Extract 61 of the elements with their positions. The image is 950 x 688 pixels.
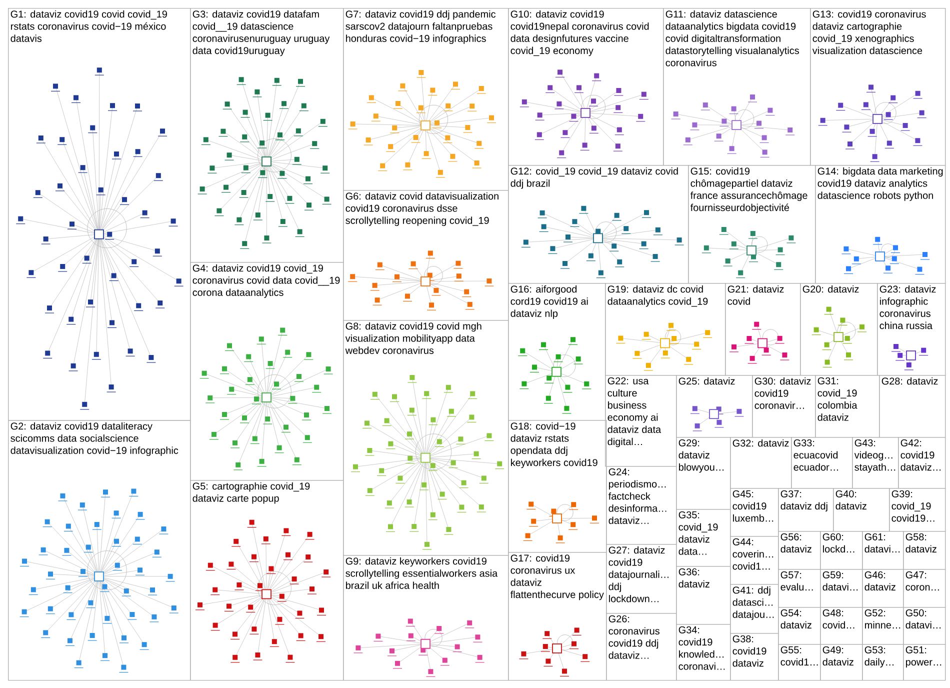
group-box: G1: dataviz covid19 covid covid_19 rstats coronavirus covid−19 méxico datavis — [8, 8, 191, 421]
group-box: G51: power… — [903, 644, 946, 681]
group-box: G39: covid_19 covid19… — [889, 488, 946, 532]
group-box: G10: dataviz covid19 covid19nepal coronavirus covid data designfutures vaccine covid_19 economy — [508, 8, 664, 166]
group-box: G38: covid19 dataviz — [730, 632, 779, 681]
group-box: G45: covid19 luxemb… — [730, 488, 779, 537]
group-box: G57: evalu… — [778, 568, 821, 608]
group-box: G16: aiforgood cord19 covid19 ai dataviz nlp — [508, 283, 606, 421]
group-box: G41: ddj datasci… datajou… — [730, 584, 779, 634]
group-box: G36: dataviz — [676, 566, 731, 625]
node-label: G48: covid… — [822, 609, 854, 629]
node-label: G46: dataviz — [864, 571, 896, 591]
group-box: G13: covid19 coronavirus dataviz cartographie covid_19 xenographics visualization datascience — [810, 8, 946, 166]
group-box: G15: covid19 chômagepartiel dataviz france assurancechômage fournisseurdobjectivité — [688, 165, 816, 284]
group-box: G58: dataviz — [903, 530, 946, 570]
group-box: G3: dataviz covid19 datafam covid__19 datascience coronavirusenuruguay uruguay data covid19uruguay — [190, 8, 344, 263]
group-box: G31: covid_19 colombia dataviz — [815, 374, 880, 438]
group-box: G44: coverin… covid1… — [730, 536, 779, 585]
group-box: G56: dataviz — [778, 530, 821, 570]
group-box: G32: dataviz — [730, 436, 792, 489]
group-box: G27: dataviz covid19 datajournali… ddj lockdown… — [606, 544, 677, 614]
group-box: G40: dataviz — [833, 488, 890, 532]
group-box: G14: bigdata data marketing covid19 dataviz analytics datascience robots python — [815, 165, 946, 284]
group-box: G43: videog… stayath… — [852, 436, 899, 489]
group-box: G52: minne… — [862, 606, 904, 645]
group-box: G18: covid−19 dataviz rstats opendata ddj keyworkers covid19 — [508, 420, 607, 553]
group-box: G19: dataviz dc covid dataanalytics covid_19 — [605, 283, 726, 376]
group-box: G26: coronavirus covid19 ddj dataviz… — [606, 612, 677, 681]
group-box: G2: dataviz covid19 dataliteracy scicomms data socialscience datavisualization covid−19 infographic — [8, 420, 191, 681]
group-box: G47: coron… — [903, 568, 946, 608]
group-box: G60: lockd… — [820, 530, 863, 570]
group-box: G49: dataviz — [820, 644, 863, 681]
group-box: G28: dataviz — [879, 374, 946, 438]
group-box: G4: dataviz covid19 covid_19 coronavirus covid data covid__19 corona dataanalytics — [190, 262, 344, 481]
group-box: G59: datavi… — [820, 568, 863, 608]
group-box: G29: dataviz blowyou… — [676, 436, 731, 510]
group-box: G55: covid1… — [778, 644, 821, 681]
group-box: G7: dataviz covid19 ddj pandemic sarscov2 datajourn faltanpruebas honduras covid−19 infographics — [343, 8, 509, 191]
group-box: G61: datavi… — [862, 530, 904, 570]
group-box: G23: dataviz infographic coronavirus china russia — [877, 283, 946, 376]
group-box: G22: usa culture business economy ai dataviz data digital… — [605, 374, 677, 467]
group-box: G6: dataviz covid datavisualization covid19 coronavirus dsse scrollytelling reopening covid_19 — [343, 190, 509, 321]
group-box: G25: dataviz — [676, 374, 753, 438]
group-box: G9: dataviz keyworkers covid19 scrollytelling essentialworkers asia brazil uk africa health — [343, 554, 509, 681]
group-box: G33: ecuacovid ecuador… — [791, 436, 853, 489]
group-box: G34: covid19 knowled… coronavi… — [676, 624, 731, 681]
group-box: G20: dataviz — [800, 283, 878, 376]
group-box: G42: covid19 dataviz… — [898, 436, 946, 489]
group-box: G11: dataviz datascience dataanalytics bigdata covid19 covid digitaltransformation datastorytelling visualanalytics coronavirus — [663, 8, 811, 166]
group-box: G21: dataviz covid — [725, 283, 801, 376]
group-box: G30: dataviz covid19 coronavir… — [752, 374, 816, 438]
group-box: G37: dataviz ddj — [778, 488, 834, 532]
group-box: G54: dataviz — [778, 606, 821, 645]
group-box: G35: covid_19 dataviz data… — [676, 508, 731, 567]
group-box: G24: periodismo… factcheck desinforma… dataviz… — [606, 466, 677, 545]
group-box: G12: covid_19 covid_19 dataviz covid ddj brazil — [508, 165, 689, 284]
group-box: G50: datavi… — [903, 606, 946, 645]
group-box: G5: cartographie covid_19 dataviz carte popup — [190, 480, 344, 681]
group-box: G17: covid19 coronavirus ux dataviz flattenthecurve policy — [508, 552, 607, 681]
group-box: G53: daily… — [862, 644, 904, 681]
group-box: G8: dataviz covid19 covid mgh visualization mobilityapp data webdev coronavirus — [343, 320, 509, 556]
